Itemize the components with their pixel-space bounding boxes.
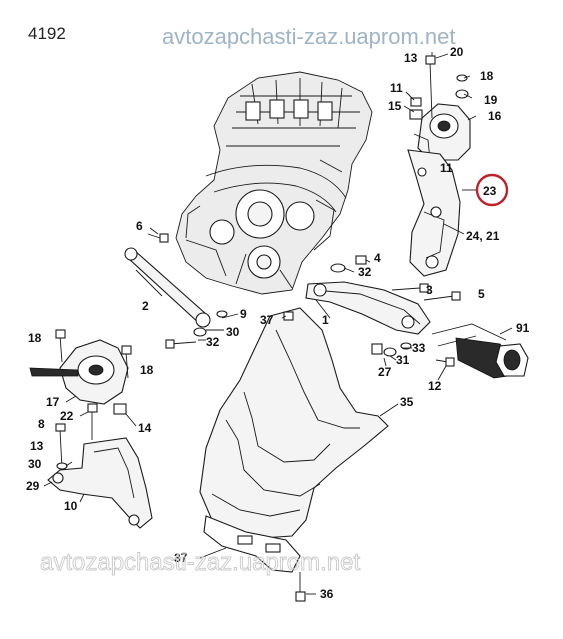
right-mount-16: [413, 103, 471, 161]
bolt-8-13-30: [55, 423, 68, 470]
label-37: 37: [260, 313, 274, 327]
washer-18-19: [455, 74, 469, 99]
label-29: 29: [26, 479, 40, 493]
cover-35: [199, 307, 389, 573]
bolt-3: [391, 283, 429, 293]
label-5: 5: [478, 287, 485, 301]
bolt-6: [147, 233, 169, 243]
label-11-lower: 11: [440, 161, 453, 175]
bolt-13-20: [425, 55, 436, 119]
label-33: 33: [412, 341, 426, 355]
bolt-37-36: [283, 311, 306, 602]
label-19: 19: [484, 93, 498, 107]
rear-mount-bar-1: [305, 281, 431, 335]
label-13: 13: [404, 51, 418, 65]
label-12: 12: [428, 379, 442, 393]
label-18: 18: [480, 69, 494, 83]
label-6: 6: [136, 219, 143, 233]
label-91: 91: [516, 321, 530, 335]
label-24-21: 24, 21: [466, 229, 500, 243]
label-3: 3: [426, 283, 433, 297]
label-32: 32: [358, 265, 372, 279]
label-36: 36: [320, 587, 334, 601]
label-18-right: 18: [140, 363, 154, 377]
left-mount-17: [29, 329, 132, 405]
mount-91: [431, 323, 529, 379]
nut-11: [409, 97, 423, 120]
label-8: 8: [38, 417, 45, 431]
label-14: 14: [138, 421, 152, 435]
label-9: 9: [240, 307, 247, 321]
label-31: 31: [396, 353, 410, 367]
engine-assembly: [175, 71, 373, 295]
diagram-id: 4192: [28, 24, 66, 43]
highlight-circle-23: [475, 173, 509, 207]
label-32-lower: 32: [206, 335, 220, 349]
label-2: 2: [142, 299, 149, 313]
label-20: 20: [450, 45, 464, 59]
bolt-5: [423, 291, 461, 301]
label-30: 30: [226, 325, 240, 339]
label-16: 16: [488, 109, 502, 123]
washers-9-30-32: [165, 310, 228, 349]
label-17: 17: [46, 395, 60, 409]
bracket-23: [407, 149, 461, 277]
callout-labels: 13 20 18 11 19 15 16 11 23 6 24, 21 4 32…: [26, 45, 530, 601]
label-37-lower: 37: [174, 551, 188, 565]
label-15: 15: [388, 99, 402, 113]
label-13-left: 13: [30, 439, 44, 453]
label-4: 4: [374, 251, 381, 265]
bolt-22-14: [87, 403, 127, 440]
bracket-10: [47, 437, 153, 529]
label-35: 35: [400, 395, 414, 409]
leader-lines: [43, 52, 513, 595]
label-18-left: 18: [28, 331, 42, 345]
label-1: 1: [322, 313, 329, 327]
fasteners-27-31-33: [371, 342, 455, 367]
label-22: 22: [60, 409, 74, 423]
label-27: 27: [378, 365, 392, 379]
label-23: 23: [483, 184, 497, 198]
label-30-left: 30: [28, 457, 42, 471]
watermark-top: avtozapchasti-zaz.uaprom.net: [162, 24, 456, 49]
watermark-bottom: avtozapchasti-zaz.uaprom.net: [40, 549, 361, 576]
label-10: 10: [64, 499, 78, 513]
label-11: 11: [390, 81, 403, 95]
rod-2: [124, 247, 211, 328]
